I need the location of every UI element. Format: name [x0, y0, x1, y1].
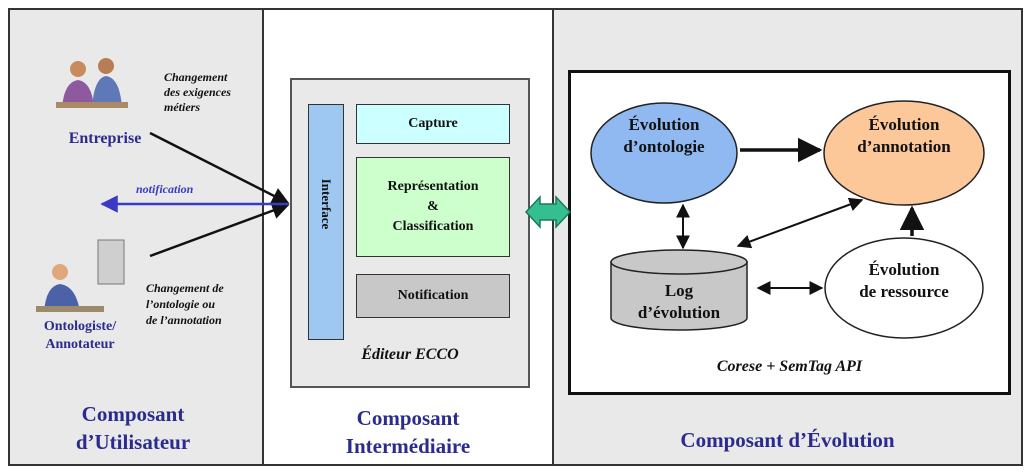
interface-label: Interface [319, 178, 334, 230]
ontology-change-arrow [149, 202, 290, 258]
capture-box: Capture [356, 104, 510, 144]
evolution-log-node [610, 249, 748, 331]
ontology-evolution-node [590, 102, 738, 204]
ecco-editor-label: Éditeur ECCO [361, 346, 459, 363]
bidirectional-connector [524, 195, 572, 229]
business-change-label: Changement des exigences métiers [164, 70, 231, 114]
corese-semtag-label: Corese + SemTag API [716, 358, 863, 375]
ontology-evolution-label: Évolution d’ontologie [623, 115, 705, 156]
representation-classification-box: Représentation & Classification [356, 157, 510, 257]
notification-label: notification [136, 182, 194, 196]
business-people-icon [56, 58, 128, 108]
notification-box: Notification [356, 274, 510, 318]
evolution-log-label: Log d’évolution [637, 281, 721, 322]
resource-evolution-label: Évolution de ressource [859, 260, 949, 301]
user-component-title: Composant d’Utilisateur [75, 402, 191, 454]
user-component-panel [8, 8, 264, 466]
annotation-evolution-node [823, 100, 985, 206]
resource-evolution-node [824, 237, 984, 339]
ontology-change-label: Changement de l’ontologie ou de l’annota… [146, 281, 224, 327]
representation-classification-label: Représentation & Classification [387, 179, 479, 234]
annotation-evolution-label: Évolution d’annotation [857, 115, 951, 156]
ontologist-label: Ontologiste/ Annotateur [43, 319, 117, 352]
intermediate-component-title: Composant Intermédiaire [345, 406, 471, 458]
evolution-component-title: Composant d’Évolution [680, 428, 895, 452]
person-at-computer-icon [36, 239, 125, 312]
entreprise-label: Entreprise [68, 130, 142, 147]
interface-box [308, 104, 344, 340]
business-change-arrow [149, 131, 290, 205]
